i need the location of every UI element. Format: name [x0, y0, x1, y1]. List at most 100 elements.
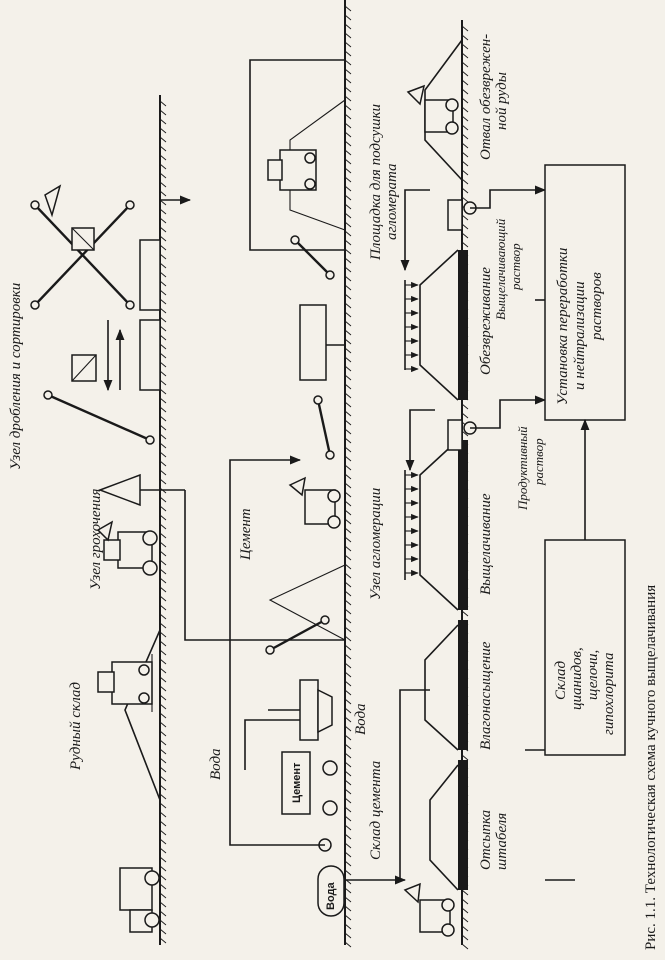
stacking-pad: [458, 760, 468, 890]
ground-hatch: [159, 640, 167, 647]
ground-hatch: [159, 856, 167, 863]
ground-hatch: [344, 563, 352, 570]
ground-hatch: [159, 595, 167, 602]
moisten-heap: [424, 624, 459, 751]
ground-hatch: [159, 613, 167, 620]
ground-hatch: [159, 577, 167, 584]
ground-hatch: [159, 163, 167, 170]
dump-loader: [406, 84, 459, 135]
ground-hatch: [159, 586, 167, 593]
ground-hatch: [344, 536, 352, 543]
ground-hatch: [461, 754, 469, 761]
dump-truck: [119, 867, 160, 933]
ground-hatch: [344, 446, 352, 453]
ground-hatch: [344, 698, 352, 705]
ground-hatch: [344, 491, 352, 498]
ground-hatch: [344, 329, 352, 336]
ground-hatch: [344, 905, 352, 912]
label-reagent-4: гипохлорита: [601, 653, 617, 735]
ground-hatch: [344, 833, 352, 840]
ground-hatch: [159, 919, 167, 926]
ground-hatch: [344, 356, 352, 363]
ground-hatch: [159, 397, 167, 404]
ground-hatch: [159, 676, 167, 683]
ground-hatch: [159, 532, 167, 539]
roller: [125, 200, 135, 210]
ground-hatch: [461, 214, 469, 221]
ground-hatch: [159, 361, 167, 368]
ground-hatch: [461, 187, 469, 194]
ground-hatch: [159, 559, 167, 566]
ground-hatch: [461, 25, 469, 32]
ground-hatch: [461, 232, 469, 239]
label-moistening: Влагонасыщение: [478, 641, 494, 750]
ground-hatch: [461, 79, 469, 86]
detox-pad: [458, 250, 468, 400]
ground-hatch: [344, 887, 352, 894]
labels: Узел дробления и сортировки Узел грохоче…: [8, 34, 659, 950]
ground-hatch: [159, 811, 167, 818]
ground-hatch: [159, 424, 167, 431]
ground-hatch: [344, 149, 352, 156]
ground-hatch: [344, 131, 352, 138]
ground-hatch: [159, 451, 167, 458]
ground-hatch: [461, 898, 469, 905]
ground-hatch: [461, 223, 469, 230]
ground-hatch: [344, 284, 352, 291]
ground-hatch: [461, 70, 469, 77]
ground-hatch: [344, 86, 352, 93]
ground-hatch: [344, 716, 352, 723]
label-cement-store: Склад цемента: [368, 761, 384, 860]
ground-hatch: [461, 97, 469, 104]
ground-hatch: [159, 730, 167, 737]
ground-hatch: [344, 77, 352, 84]
roller: [30, 300, 40, 310]
ground-hatch: [344, 725, 352, 732]
ground-hatch: [344, 662, 352, 669]
processing-unit-box: [544, 164, 626, 421]
ground-hatch: [344, 599, 352, 606]
ground-hatch: [159, 370, 167, 377]
ground-hatch: [344, 410, 352, 417]
leach-pad: [458, 440, 468, 610]
ground-hatch: [344, 23, 352, 30]
ground-hatch: [461, 88, 469, 95]
pond-1: [447, 199, 463, 231]
ground-hatch: [461, 151, 469, 158]
label-productive-1: Продуктивный: [515, 426, 530, 511]
label-reagent-3: щелочи,: [585, 650, 601, 700]
ground-hatch: [461, 61, 469, 68]
ground-hatch: [461, 916, 469, 923]
conveyor-5: [316, 399, 332, 456]
cement-silo: [299, 679, 319, 741]
ground-hatch: [159, 199, 167, 206]
ground-hatch: [344, 824, 352, 831]
label-leaching: Выщелачивание: [478, 493, 494, 595]
ground-hatch: [344, 788, 352, 795]
ground-hatch: [461, 889, 469, 896]
ground-hatch: [344, 869, 352, 876]
ground-hatch: [344, 5, 352, 12]
ground-hatch: [159, 685, 167, 692]
ground-hatch: [461, 241, 469, 248]
ground-hatch: [344, 374, 352, 381]
ground-hatch: [159, 838, 167, 845]
ground-hatch: [344, 365, 352, 372]
ground-hatch: [344, 707, 352, 714]
conveyor-6: [269, 618, 326, 652]
label-cement: Цемент: [238, 508, 254, 561]
ground-hatch: [344, 104, 352, 111]
stacking-heap: [429, 764, 459, 891]
drying-shed: [249, 59, 345, 251]
crusher-base: [139, 239, 161, 311]
ground-hatch: [159, 775, 167, 782]
ground-hatch: [461, 34, 469, 41]
ground-hatch: [159, 766, 167, 773]
ground-hatch: [344, 239, 352, 246]
ground-hatch: [159, 442, 167, 449]
pond-2: [447, 419, 463, 451]
ground-hatch: [159, 550, 167, 557]
label-screening: Узел грохочения: [88, 489, 104, 590]
ground-hatch: [344, 401, 352, 408]
